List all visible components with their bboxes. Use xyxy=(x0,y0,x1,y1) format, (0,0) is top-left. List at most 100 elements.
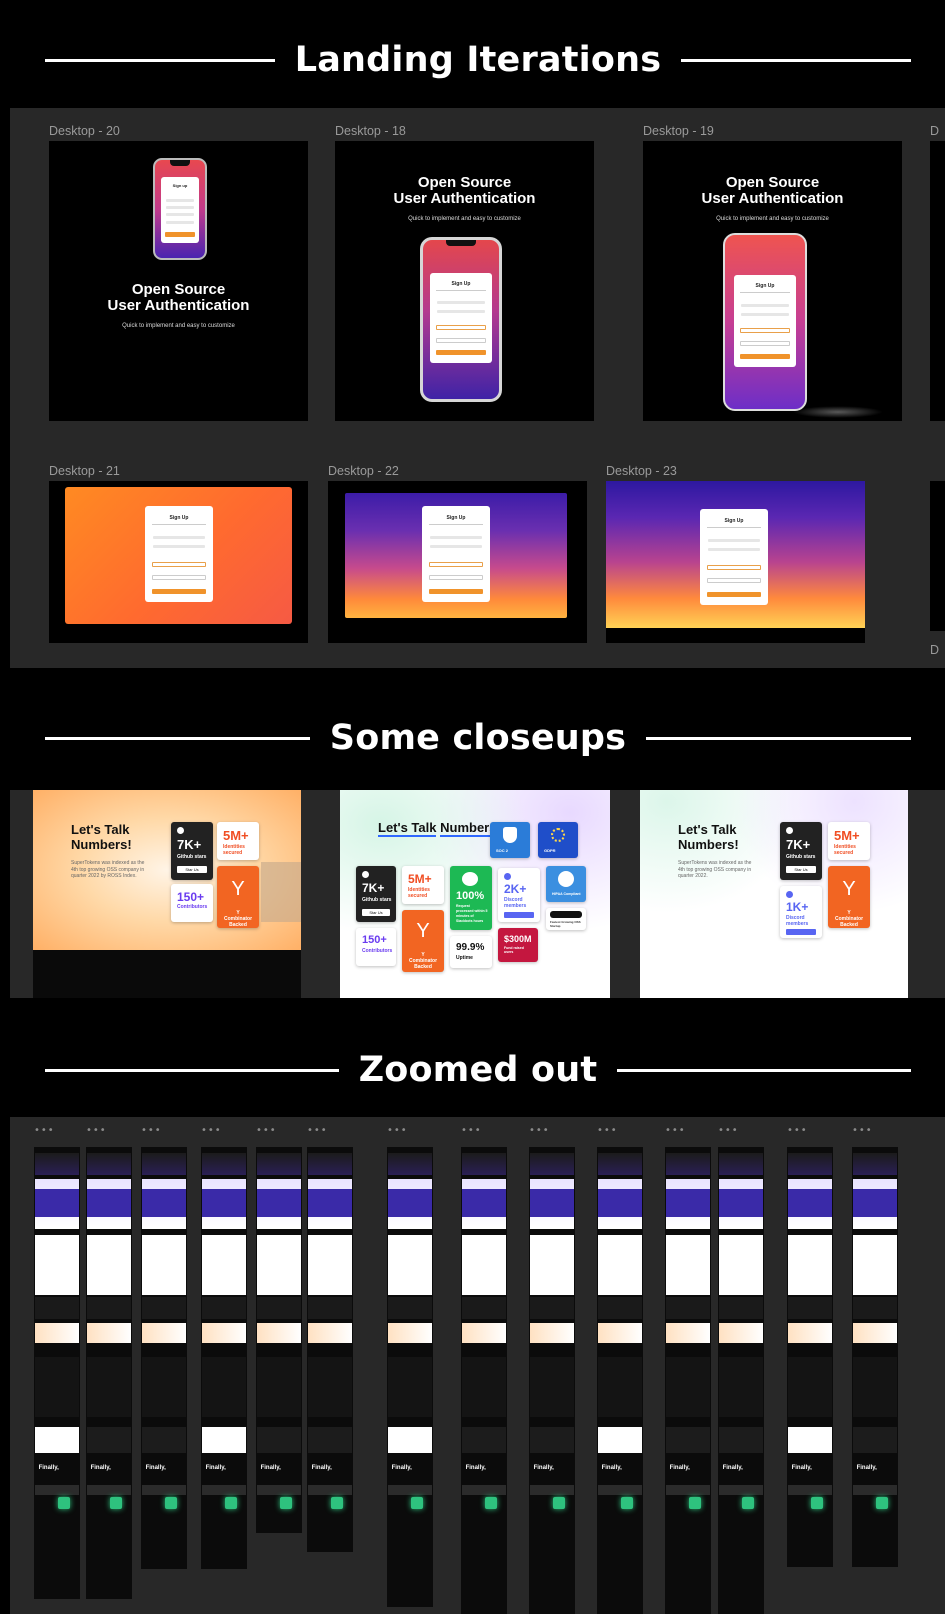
frame-desktop-23[interactable]: Sign Up xyxy=(606,481,865,643)
frame-label[interactable]: D xyxy=(930,124,940,138)
thumb-numbers xyxy=(142,1427,186,1453)
page-thumbnail[interactable]: Finally, xyxy=(141,1147,187,1569)
thumb-code xyxy=(388,1297,432,1319)
page-thumbnail[interactable]: Finally, xyxy=(529,1147,575,1614)
thumb-dark-block xyxy=(388,1357,432,1417)
frame-desktop-18[interactable]: Open Source User Authentication Quick to… xyxy=(335,141,594,421)
frame-label[interactable]: Desktop - 18 xyxy=(335,124,406,138)
thumb-footer-text xyxy=(462,1485,506,1495)
thumb-footer-text xyxy=(257,1485,301,1495)
star-us-button[interactable]: Star Us xyxy=(786,866,816,873)
frame-label[interactable]: Desktop - 19 xyxy=(643,124,714,138)
pct-value: 100% xyxy=(456,890,485,902)
social-button xyxy=(153,535,205,539)
thumb-talk xyxy=(788,1323,832,1343)
thumb-dark-block xyxy=(853,1357,897,1417)
frame-desktop-22[interactable]: Sign Up xyxy=(328,481,587,643)
frame-desktop-21[interactable]: Sign Up xyxy=(49,481,308,643)
frame-menu-dots[interactable]: ••• xyxy=(141,1125,162,1136)
star-us-button[interactable]: Star Us xyxy=(177,866,207,873)
thumb-talk xyxy=(598,1323,642,1343)
page-thumbnail[interactable]: Finally, xyxy=(387,1147,433,1607)
identities-value: 5M+ xyxy=(834,828,860,843)
landing-canvas[interactable]: Desktop - 20 Desktop - 18 Desktop - 19 S… xyxy=(10,108,945,668)
frame-menu-dots[interactable]: ••• xyxy=(852,1125,873,1136)
thumb-numbers xyxy=(719,1427,763,1453)
page-thumbnail[interactable]: Finally, xyxy=(852,1147,898,1567)
frame-menu-dots[interactable]: ••• xyxy=(256,1125,277,1136)
social-button xyxy=(708,538,760,542)
ph-pill xyxy=(550,911,582,918)
frame-menu-dots[interactable]: ••• xyxy=(461,1125,482,1136)
thumb-hero xyxy=(530,1153,574,1175)
ph-label: Fastest Growing OSS Startup xyxy=(550,920,581,928)
closeups-canvas[interactable]: Let's Talk Numbers! SuperTokens was inde… xyxy=(10,790,945,998)
thumb-section xyxy=(462,1235,506,1295)
page-thumbnail[interactable]: Finally, xyxy=(201,1147,247,1569)
social-button xyxy=(708,548,760,552)
identities-label: Identities secured xyxy=(834,844,856,856)
frame-label[interactable]: D xyxy=(930,643,940,657)
yc-label: Y Combinator Backed xyxy=(834,910,864,928)
frame-label[interactable]: Desktop - 21 xyxy=(49,464,120,478)
frame-menu-dots[interactable]: ••• xyxy=(201,1125,222,1136)
frame-menu-dots[interactable]: ••• xyxy=(387,1125,408,1136)
closeup-numbers-white[interactable]: Let's Talk Numbers! SuperTokens was inde… xyxy=(640,790,908,998)
closeup-numbers-grid[interactable]: Let's Talk Numbers! SOC 2 GDPR 7K+ Githu… xyxy=(340,790,610,998)
page-thumbnail[interactable]: Finally, xyxy=(34,1147,80,1599)
hipaa-badge: HIPAA Compliant xyxy=(546,866,586,902)
thumb-section xyxy=(35,1235,79,1295)
thumb-talk xyxy=(719,1323,763,1343)
page-thumbnail[interactable]: Finally, xyxy=(86,1147,132,1599)
yc-label: Y Combinator Backed xyxy=(223,910,253,928)
frame-menu-dots[interactable]: ••• xyxy=(529,1125,550,1136)
thumb-finally-heading: Finally, xyxy=(38,1465,59,1471)
thumb-dashboard xyxy=(788,1189,832,1217)
hipaa-icon xyxy=(558,871,574,887)
hero-title: Open Source User Authentication xyxy=(335,175,594,207)
frame-menu-dots[interactable]: ••• xyxy=(34,1125,55,1136)
thumb-footer-text xyxy=(35,1485,79,1495)
page-thumbnail[interactable]: Finally, xyxy=(256,1147,302,1533)
thumb-section xyxy=(142,1235,186,1295)
thumb-glow-icon xyxy=(485,1497,497,1509)
uptime-sla-card: 100% Request processed within 5 minutes … xyxy=(450,866,492,930)
divider-line xyxy=(646,736,912,740)
frame-menu-dots[interactable]: ••• xyxy=(86,1125,107,1136)
form-line xyxy=(165,198,195,202)
zoomed-out-canvas[interactable]: ••• Finally, ••• Finally, ••• Finally, ••• Fina… xyxy=(10,1117,945,1614)
frame-desktop-20[interactable]: Sign up Open Source User Authentication … xyxy=(49,141,308,421)
signup-card: Sign up xyxy=(161,177,199,243)
star-us-button[interactable]: Star Us xyxy=(362,909,390,916)
thumb-dashboard xyxy=(598,1189,642,1217)
thumb-section xyxy=(719,1235,763,1295)
page-thumbnail[interactable]: Finally, xyxy=(307,1147,353,1552)
thumb-finally-heading: Finally, xyxy=(205,1465,226,1471)
closeup-numbers-orange[interactable]: Let's Talk Numbers! SuperTokens was inde… xyxy=(33,790,301,998)
thumb-finally-heading: Finally, xyxy=(533,1465,554,1471)
frame-menu-dots[interactable]: ••• xyxy=(665,1125,686,1136)
page-thumbnail[interactable]: Finally, xyxy=(597,1147,643,1614)
page-thumbnail[interactable]: Finally, xyxy=(787,1147,833,1567)
page-thumbnail[interactable]: Finally, xyxy=(461,1147,507,1614)
frame-menu-dots[interactable]: ••• xyxy=(597,1125,618,1136)
join-button[interactable] xyxy=(504,912,534,918)
thumb-dashboard xyxy=(462,1189,506,1217)
yc-label: Y Combinator Backed xyxy=(408,952,438,970)
frame-menu-dots[interactable]: ••• xyxy=(307,1125,328,1136)
hero-title-line2: User Authentication xyxy=(107,297,250,314)
offscreen-frame xyxy=(930,141,945,421)
frame-desktop-19[interactable]: Open Source User Authentication Quick to… xyxy=(643,141,902,421)
frame-label[interactable]: Desktop - 23 xyxy=(606,464,677,478)
frame-menu-dots[interactable]: ••• xyxy=(718,1125,739,1136)
thumb-glow-icon xyxy=(225,1497,237,1509)
frame-menu-dots[interactable]: ••• xyxy=(787,1125,808,1136)
signup-button xyxy=(151,588,207,594)
join-button[interactable] xyxy=(786,929,816,935)
page-thumbnail[interactable]: Finally, xyxy=(665,1147,711,1614)
signup-title: Sign Up xyxy=(169,514,189,521)
frame-label[interactable]: Desktop - 20 xyxy=(49,124,120,138)
thumb-finally-heading: Finally, xyxy=(260,1465,281,1471)
frame-label[interactable]: Desktop - 22 xyxy=(328,464,399,478)
page-thumbnail[interactable]: Finally, xyxy=(718,1147,764,1614)
